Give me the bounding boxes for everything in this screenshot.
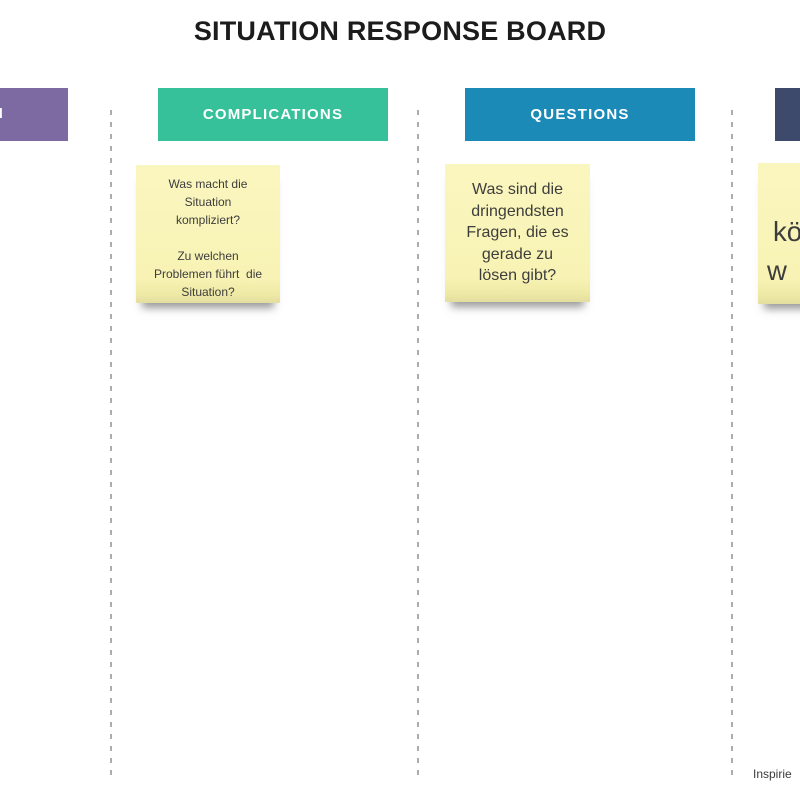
sticky-note-text-fragment: kö (773, 216, 800, 247)
column-divider (417, 110, 419, 777)
attribution-text: Inspirie (753, 767, 792, 781)
column-header-questions[interactable]: QUESTIONS (465, 88, 695, 141)
sticky-note-questions[interactable]: Was sind die dringendsten Fragen, die es… (445, 164, 590, 302)
sticky-note-text-fragment: w (767, 255, 787, 286)
column-header-questions-label: QUESTIONS (530, 106, 630, 123)
column-divider (110, 110, 112, 777)
column-header-offscreen-right[interactable] (775, 88, 800, 141)
column-header-complications-label: COMPLICATIONS (202, 106, 344, 123)
column-divider (731, 110, 733, 777)
sticky-note-offscreen-right[interactable]: kö w (758, 163, 800, 304)
sticky-note-complications[interactable]: Was macht die Situation kompliziert? Zu … (136, 165, 280, 303)
column-header-situation[interactable]: N (0, 88, 68, 141)
column-header-situation-label-fragment: N (0, 105, 4, 122)
column-header-complications[interactable]: COMPLICATIONS (158, 88, 388, 141)
board-title[interactable]: SITUATION RESPONSE BOARD (193, 16, 607, 46)
